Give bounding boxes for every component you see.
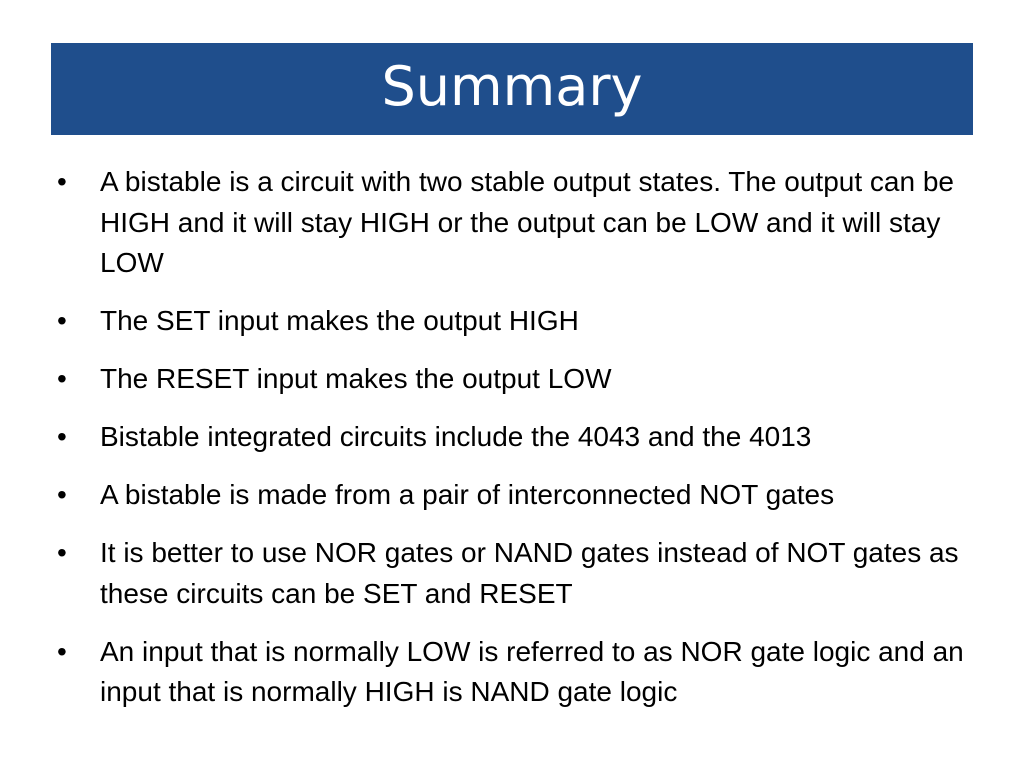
bullet-item: • The RESET input makes the output LOW [57,359,967,400]
bullet-item: • The SET input makes the output HIGH [57,301,967,342]
bullet-list: • A bistable is a circuit with two stabl… [57,162,967,730]
bullet-item: • Bistable integrated circuits include t… [57,417,967,458]
bullet-text: An input that is normally LOW is referre… [100,635,964,708]
bullet-text: The RESET input makes the output LOW [100,363,612,394]
bullet-text: A bistable is made from a pair of interc… [100,479,835,510]
bullet-text: It is better to use NOR gates or NAND ga… [100,537,959,609]
bullet-item: • It is better to use NOR gates or NAND … [57,533,967,614]
slide-title: Summary [381,55,643,118]
bullet-icon: • [57,537,67,568]
bullet-text: The SET input makes the output HIGH [100,305,579,336]
bullet-item: • An input that is normally LOW is refer… [57,632,967,713]
bullet-icon: • [57,166,67,197]
bullet-icon: • [57,479,67,510]
title-banner: Summary [51,43,973,135]
bullet-icon: • [57,635,67,667]
bullet-item: • A bistable is a circuit with two stabl… [57,162,967,284]
bullet-text: A bistable is a circuit with two stable … [100,166,954,278]
bullet-item: • A bistable is made from a pair of inte… [57,475,967,516]
bullet-icon: • [57,421,67,452]
bullet-icon: • [57,305,67,336]
bullet-icon: • [57,363,67,394]
bullet-text: Bistable integrated circuits include the… [100,421,812,452]
